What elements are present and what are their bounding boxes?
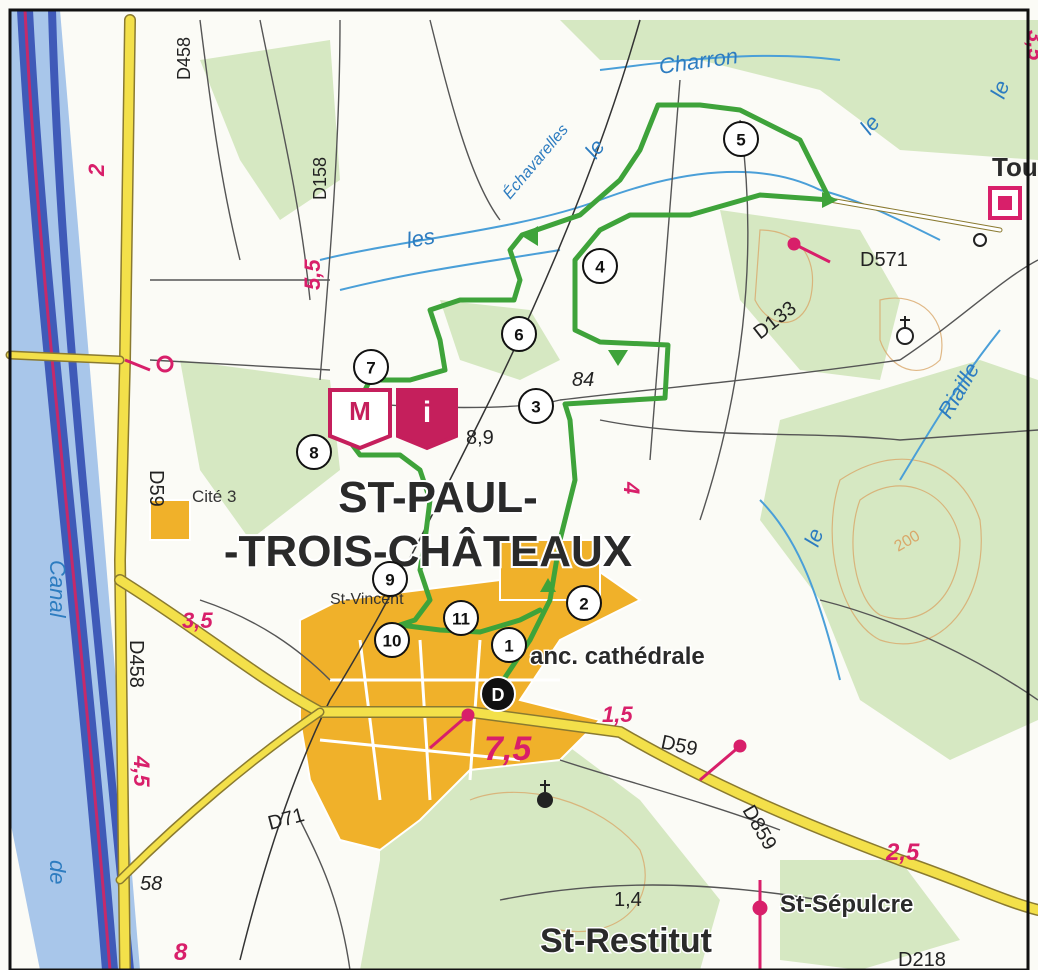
waypoint-label: 9 <box>385 571 394 590</box>
town-name-line2: -TROIS-CHÂTEAUX <box>224 526 632 576</box>
pink-markers <box>124 237 831 970</box>
distance-2: 2 <box>84 163 109 177</box>
place-label-st-sepulcre: St-Sépulcre <box>780 891 913 918</box>
waypoint-label: 10 <box>383 632 402 651</box>
waypoint-marker-4[interactable]: 4 <box>582 248 618 284</box>
place-label-tou: Tou <box>992 152 1038 182</box>
place-label-cathedral: anc. cathédrale <box>530 643 705 670</box>
castle-icon <box>988 186 1022 220</box>
elevation-58: 58 <box>140 873 162 895</box>
waypoint-marker-11[interactable]: 11 <box>443 600 479 636</box>
main-roads <box>5 14 1038 970</box>
hiking-trail <box>342 102 833 691</box>
contour-lines <box>469 229 982 932</box>
waypoint-label: 7 <box>366 359 375 378</box>
waypoint-label: 6 <box>514 326 523 345</box>
elevation-84: 84 <box>572 369 594 391</box>
waypoint-label: 8 <box>309 444 318 463</box>
streams <box>319 54 1001 681</box>
waypoint-label: 2 <box>579 595 588 614</box>
info-letter: i <box>423 396 431 429</box>
waypoint-label: 1 <box>504 637 513 656</box>
road-label-d59-left: D59 <box>145 470 167 507</box>
town-name-line1: ST-PAUL- <box>338 473 538 522</box>
road-label-d458-top: D458 <box>174 37 194 80</box>
waypoint-label: 11 <box>452 610 470 629</box>
distance-3-5-top: 3,5 <box>1023 30 1038 61</box>
water-label-canal: Canal <box>45 560 70 619</box>
waypoint-label: 3 <box>531 398 540 417</box>
distance-4-5: 4,5 <box>129 755 154 787</box>
waypoint-marker-5[interactable]: 5 <box>723 121 759 157</box>
church-icons <box>537 233 987 808</box>
road-label-d218: D218 <box>898 949 946 970</box>
distance-8: 8 <box>174 939 188 966</box>
water-label-les: les <box>405 223 437 253</box>
urban-streets <box>319 639 560 801</box>
distance-4: 4 <box>619 481 644 494</box>
waypoint-marker-8[interactable]: 8 <box>296 434 332 470</box>
museum-letter: M <box>349 396 371 426</box>
waypoint-label: 5 <box>736 131 745 150</box>
railway-line <box>239 19 641 961</box>
elevation-1-4: 1,4 <box>614 889 642 911</box>
canal <box>10 9 140 970</box>
road-label-d571: D571 <box>860 249 908 271</box>
elevation-8-9: 8,9 <box>466 427 494 449</box>
waypoint-marker-7[interactable]: 7 <box>353 349 389 385</box>
waypoint-marker-10[interactable]: 10 <box>374 622 410 658</box>
water-label-canal2: de <box>45 860 70 884</box>
waypoint-marker-3[interactable]: 3 <box>518 388 554 424</box>
place-label-cite3: Cité 3 <box>192 487 236 506</box>
distance-7-5: 7,5 <box>484 730 532 768</box>
waypoint-marker-2[interactable]: 2 <box>566 585 602 621</box>
road-label-d458-bottom: D458 <box>125 640 147 688</box>
place-labels: ST-PAUL- -TROIS-CHÂTEAUX St-Restitut St-… <box>192 152 1038 962</box>
start-label: D <box>492 685 505 705</box>
minor-roads <box>149 19 1038 970</box>
elevation-labels: 84 8,9 1,4 58 200 <box>140 369 923 911</box>
map-frame <box>8 8 1030 970</box>
waypoint-marker-1[interactable]: 1 <box>491 627 527 663</box>
distance-2-5: 2,5 <box>885 839 920 866</box>
waypoint-marker-6[interactable]: 6 <box>501 316 537 352</box>
distance-3-5: 3,5 <box>182 608 213 633</box>
start-marker[interactable]: D <box>480 676 516 712</box>
waypoint-marker-9[interactable]: 9 <box>372 561 408 597</box>
waypoint-label: 4 <box>595 258 605 277</box>
place-label-st-restitut: St-Restitut <box>540 922 712 960</box>
road-label-d158: D158 <box>310 157 330 200</box>
info-icon[interactable]: i <box>396 388 458 451</box>
distance-1-5: 1,5 <box>602 702 633 727</box>
distance-5-5: 5,5 <box>300 259 325 290</box>
museum-icon[interactable]: M <box>328 388 392 451</box>
